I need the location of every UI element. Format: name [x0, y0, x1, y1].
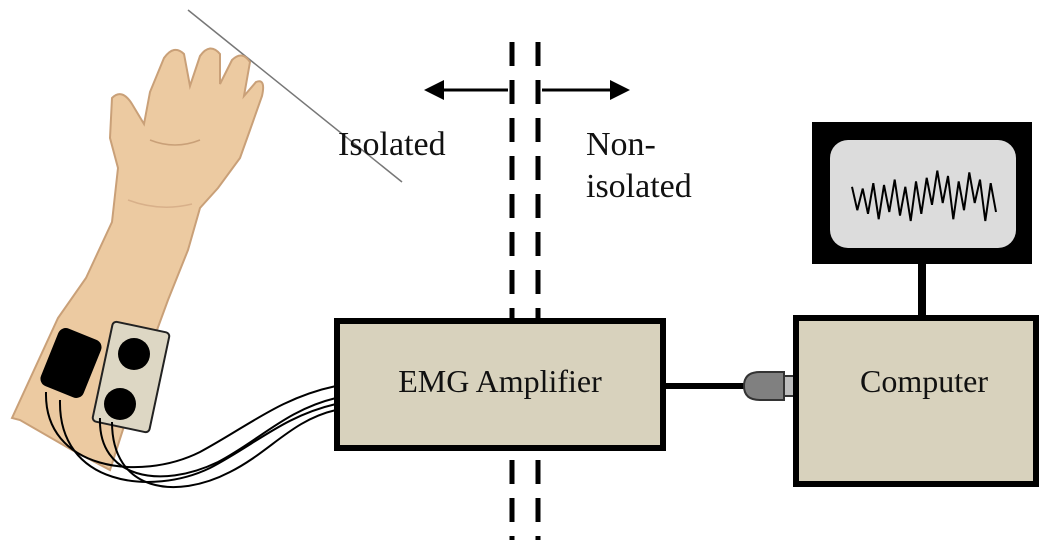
non-isolated-arrow-icon	[542, 80, 630, 100]
emg-amplifier-label: EMG Amplifier	[398, 363, 602, 399]
computer-box	[793, 315, 1039, 487]
monitor-icon	[812, 122, 1032, 264]
isolation-barrier	[509, 42, 541, 540]
palm-crease	[149, 139, 201, 146]
non-isolated-label-line1: Non-	[586, 126, 656, 163]
wrist-crease	[127, 199, 193, 208]
electrode-dot-bottom	[104, 388, 136, 420]
usb-plug-icon	[742, 371, 797, 401]
non-isolated-label-line2: isolated	[586, 168, 692, 205]
reference-electrode	[40, 328, 102, 398]
emg-waveform-icon	[851, 170, 997, 222]
arm-with-electrodes-icon	[10, 47, 265, 472]
isolation-guide-line	[187, 9, 403, 183]
emg-amplifier-box	[334, 318, 666, 451]
electrode-dot-top	[118, 338, 150, 370]
computer-label: Computer	[860, 363, 988, 399]
electrode-leads	[44, 385, 337, 489]
isolated-arrow-icon	[424, 80, 508, 100]
isolated-label: Isolated	[338, 126, 446, 163]
